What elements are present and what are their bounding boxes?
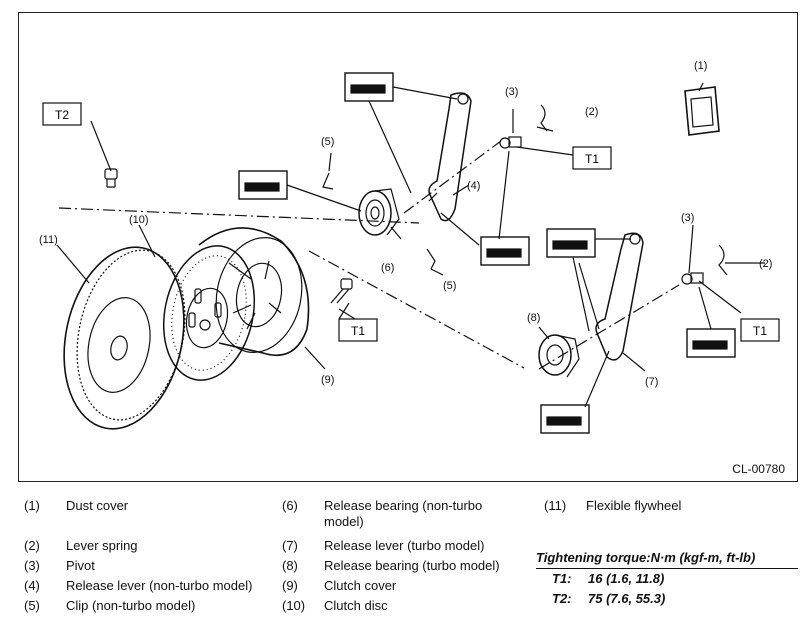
svg-text:T2: T2 <box>55 108 69 122</box>
callout-5: (5) <box>443 280 456 292</box>
lever-spring-icon <box>718 244 728 276</box>
legend-column-1: (1)Dust cover (2)Lever spring (3)Pivot (… <box>24 498 284 618</box>
legend-item: (8)Release bearing (turbo model) <box>282 558 500 573</box>
axis-line <box>538 284 680 370</box>
legend-column-3: (11)Flexible flywheel <box>544 498 804 518</box>
release-bearing-turbo-icon <box>538 334 580 378</box>
legend-column-2: (6)Release bearing (non-turbo model) (7)… <box>282 498 532 618</box>
legend-item: (5)Clip (non-turbo model) <box>24 598 196 613</box>
callout-2: (2) <box>759 258 772 270</box>
callout-4: (4) <box>467 180 480 192</box>
legend-item: (10)Clutch disc <box>282 598 388 613</box>
clip-icon <box>322 172 334 190</box>
dust-cover-icon <box>684 86 720 136</box>
diagram-code: CL-00780 <box>732 462 785 476</box>
clutch-exploded-diagram: T2 T1 T1 T1 (1) (2) (2) (3) (3) (4) (5) … <box>39 60 780 434</box>
flexible-flywheel-icon <box>63 246 186 430</box>
callout-9: (9) <box>321 374 334 386</box>
lever-spring-icon <box>540 104 548 132</box>
callout-8: (8) <box>527 312 540 324</box>
legend-item: (1)Dust cover <box>24 498 129 513</box>
axis-line <box>58 207 420 224</box>
callout-2: (2) <box>585 106 598 118</box>
legend-item: (3)Pivot <box>24 558 95 573</box>
release-lever-turbo-icon <box>595 232 644 361</box>
torque-row: T2:75 (7.6, 55.3) <box>552 591 666 606</box>
tightening-torque-table: Tightening torque:N·m (kgf-m, ft-lb) T1:… <box>536 550 798 609</box>
callout-6: (6) <box>381 262 394 274</box>
torque-label-t1: T1 <box>572 146 612 170</box>
pivot-icon <box>499 136 522 149</box>
legend-item: (9)Clutch cover <box>282 578 397 593</box>
callout-10: (10) <box>129 214 149 226</box>
legend-item: (4)Release lever (non-turbo model) <box>24 578 253 593</box>
callout-3: (3) <box>681 212 694 224</box>
release-bearing-non-turbo-icon <box>358 188 400 236</box>
legend-item: (11)Flexible flywheel <box>544 498 682 513</box>
torque-label-t1: T1 <box>338 318 378 342</box>
clutch-cover-icon <box>198 227 310 357</box>
callout-11: (11) <box>39 234 58 246</box>
legend-item: (6)Release bearing (non-turbo model) <box>282 498 483 529</box>
torque-label-t1: T1 <box>740 318 780 342</box>
release-lever-non-turbo-icon <box>428 92 472 222</box>
svg-text:T1: T1 <box>585 152 599 166</box>
pivot-icon <box>681 272 704 285</box>
grease-icon <box>546 228 596 258</box>
bolt-icon <box>330 278 353 304</box>
clutch-disc-icon <box>162 245 256 381</box>
grease-icon <box>540 404 590 434</box>
legend-item: (7)Release lever (turbo model) <box>282 538 485 553</box>
grease-icon <box>480 236 530 266</box>
axis-line <box>403 140 502 214</box>
grease-icon <box>238 170 288 200</box>
axis-line <box>308 250 525 369</box>
torque-row: T1:16 (1.6, 11.8) <box>552 571 665 586</box>
clip-icon <box>426 248 436 270</box>
grease-icon <box>344 72 394 102</box>
torque-heading: Tightening torque:N·m (kgf-m, ft-lb) <box>536 550 798 569</box>
callout-1: (1) <box>694 60 707 72</box>
callout-7: (7) <box>645 376 658 388</box>
grease-icon <box>686 328 736 358</box>
callout-3: (3) <box>505 86 518 98</box>
svg-text:T1: T1 <box>351 324 365 338</box>
bolt-icon <box>104 168 118 188</box>
svg-text:T1: T1 <box>753 324 767 338</box>
callout-5: (5) <box>321 136 334 148</box>
diagram-frame: T2 T1 T1 T1 (1) (2) (2) (3) (3) (4) (5) … <box>18 12 798 482</box>
torque-label-t2: T2 <box>42 102 82 126</box>
legend-item: (2)Lever spring <box>24 538 138 553</box>
